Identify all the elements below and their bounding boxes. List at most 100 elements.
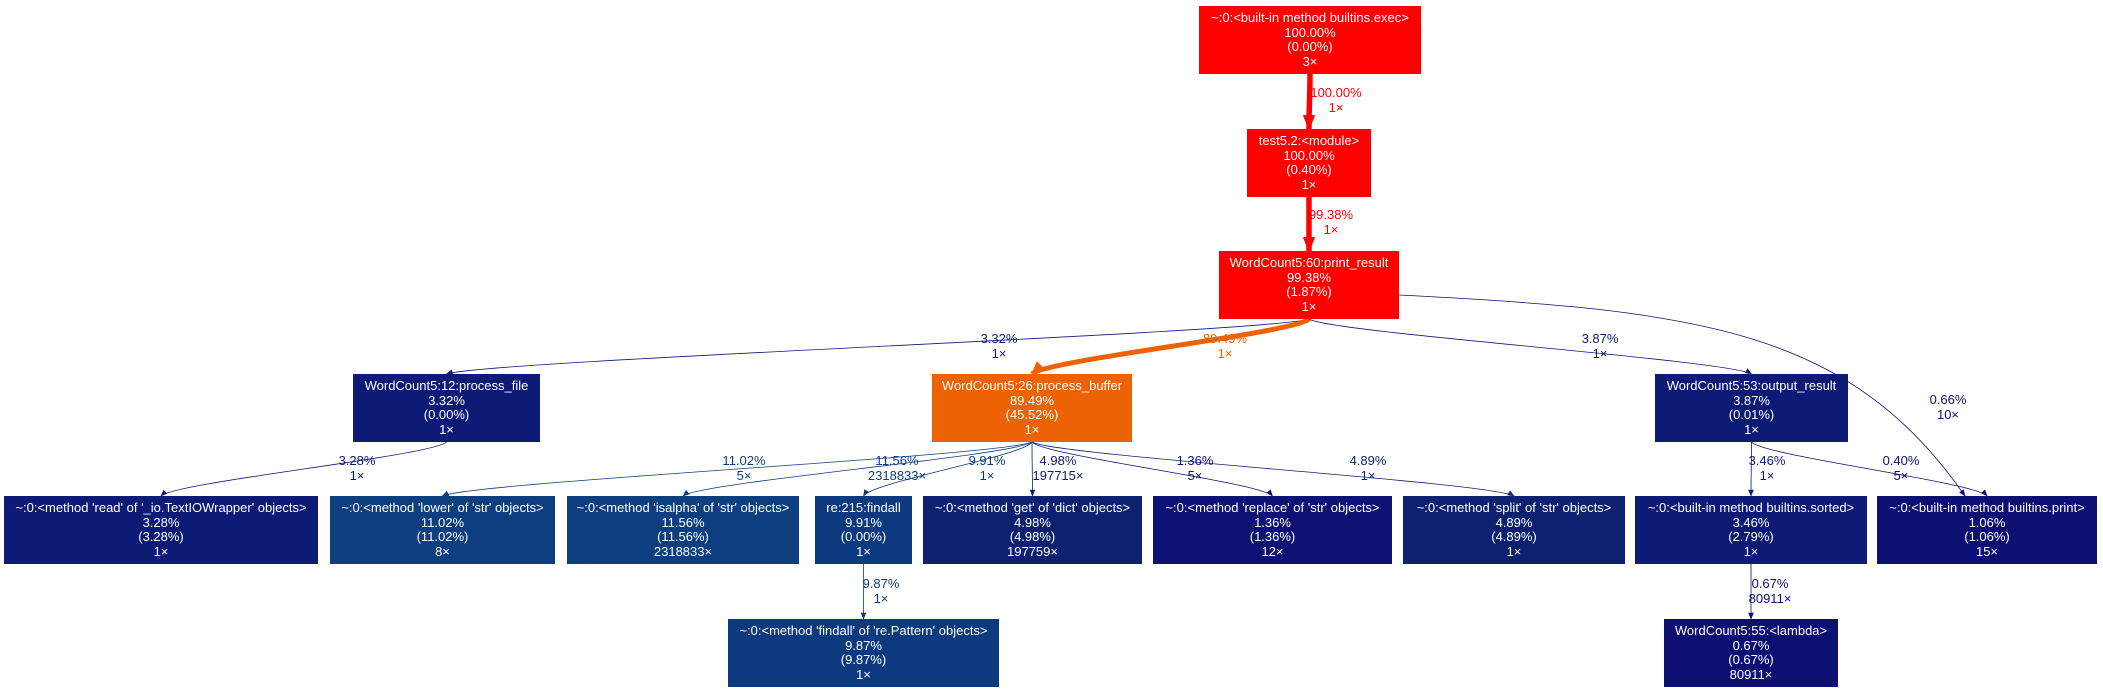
node-line: (1.06%) [1964, 529, 2010, 544]
node-line: (9.87%) [840, 652, 887, 667]
node-line: WordCount5:60:print_result [1229, 255, 1389, 270]
edge-label-process_buffer-to-replace: 1.36%5× [1177, 453, 1214, 483]
edge-label-line: 5× [736, 467, 752, 483]
node-print[interactable]: ~:0:<built-in method builtins.print>1.06… [1877, 496, 2097, 564]
node-line: (1.87%) [1286, 284, 1332, 299]
edge-label-line: 1× [1217, 345, 1233, 361]
node-line: (3.28%) [138, 529, 184, 544]
node-line: ~:0:<method 'get' of 'dict' objects> [934, 500, 1131, 515]
node-lower[interactable]: ~:0:<method 'lower' of 'str' objects>11.… [330, 496, 555, 564]
edge-label-line: 1× [1323, 221, 1339, 237]
edge-label-line: 3.46% [1748, 453, 1786, 468]
edge-process_buffer-to-isalpha [682, 441, 1033, 497]
edge-exec-to-module [1302, 73, 1316, 131]
node-line: (4.89%) [1491, 529, 1537, 544]
edge-process_buffer-to-findall [863, 441, 1033, 497]
edge-process_buffer-to-replace [1031, 441, 1273, 497]
edge-label-line: 197715× [1032, 467, 1084, 483]
edge-print_result-to-process_buffer [1030, 316, 1311, 377]
edge-label-line: 99.38% [1308, 207, 1354, 222]
node-isalpha[interactable]: ~:0:<method 'isalpha' of 'str' objects>1… [567, 496, 799, 564]
node-line: 1× [1506, 543, 1522, 559]
node-line: 2318833× [653, 543, 713, 559]
node-line: 3.28% [142, 514, 180, 530]
node-get[interactable]: ~:0:<method 'get' of 'dict' objects>4.98… [923, 496, 1142, 564]
edge-label-module-to-print_result: 99.38%1× [1308, 207, 1354, 237]
node-line: ~:0:<method 'replace' of 'str' objects> [1165, 500, 1380, 515]
edge-print_result-to-output_result [1308, 318, 1753, 375]
node-lambda[interactable]: WordCount5:55:<lambda>0.67%(0.67%)80911× [1664, 619, 1838, 687]
edge-label-line: 1× [1360, 467, 1376, 483]
node-line: 1× [153, 543, 169, 559]
edge-label-process_buffer-to-get: 4.98%197715× [1032, 453, 1084, 483]
edge-label-print_result-to-output_result: 3.87%1× [1582, 331, 1619, 361]
node-line: 1× [1743, 543, 1759, 559]
node-line: (2.79%) [1728, 529, 1774, 544]
node-line: 99.38% [1286, 269, 1332, 285]
node-line: (11.02%) [416, 529, 469, 544]
node-replace[interactable]: ~:0:<method 'replace' of 'str' objects>1… [1153, 496, 1392, 564]
node-line: WordCount5:12:process_file [364, 378, 529, 393]
node-module[interactable]: test5.2:<module>100.00%(0.40%)1× [1247, 129, 1371, 197]
node-line: ~:0:<method 'findall' of 're.Pattern' ob… [739, 623, 988, 638]
edge-label-line: 5× [1187, 467, 1203, 483]
edge-label-line: 3.28% [338, 453, 376, 468]
node-line: 8× [435, 543, 450, 559]
edge-label-line: 3.32% [980, 331, 1018, 346]
node-line: 9.91% [845, 514, 882, 530]
node-line: 3.46% [1732, 514, 1770, 530]
edge-label-line: 2318833× [867, 467, 927, 483]
node-line: 9.87% [845, 637, 882, 653]
node-re_findall[interactable]: ~:0:<method 'findall' of 're.Pattern' ob… [728, 619, 999, 687]
edge-label-line: 5× [1893, 467, 1909, 483]
node-line: WordCount5:55:<lambda> [1674, 623, 1828, 638]
node-line: ~:0:<built-in method builtins.print> [1889, 500, 2085, 515]
node-line: 1× [1301, 298, 1317, 314]
node-line: (11.56%) [657, 529, 709, 544]
edge-label-line: 4.89% [1349, 453, 1387, 468]
node-line: (0.40%) [1286, 162, 1332, 177]
node-line: 1.36% [1254, 514, 1291, 530]
edge-label-line: 9.87% [862, 576, 900, 591]
edge-label-process_file-to-read: 3.28%1× [338, 453, 376, 483]
node-line: ~:0:<method 'read' of '_io.TextIOWrapper… [15, 500, 307, 515]
edge-label-line: 9.91% [968, 453, 1006, 468]
node-read[interactable]: ~:0:<method 'read' of '_io.TextIOWrapper… [4, 496, 318, 564]
edge-label-print_result-to-process_file: 3.32%1× [980, 331, 1018, 361]
node-line: 0.67% [1732, 637, 1770, 653]
edge-label-line: 11.02% [722, 453, 766, 468]
node-sorted[interactable]: ~:0:<built-in method builtins.sorted>3.4… [1635, 496, 1867, 564]
node-line: ~:0:<built-in method builtins.exec> [1211, 10, 1409, 25]
edge-label-process_buffer-to-isalpha: 11.56%2318833× [867, 453, 927, 483]
node-line: (1.36%) [1249, 529, 1296, 544]
edge-label-output_result-to-sorted: 3.46%1× [1748, 453, 1786, 483]
node-line: (4.98%) [1009, 529, 1056, 544]
node-exec[interactable]: ~:0:<built-in method builtins.exec>100.0… [1199, 6, 1421, 74]
node-line: 4.98% [1014, 514, 1051, 530]
node-line: 11.02% [420, 514, 465, 530]
node-line: 4.89% [1495, 514, 1533, 530]
node-line: test5.2:<module> [1258, 133, 1360, 148]
node-line: (0.00%) [840, 529, 887, 544]
node-line: 11.56% [661, 514, 705, 530]
node-line: 12× [1261, 543, 1284, 559]
edge-label-line: 11.56% [875, 453, 919, 468]
node-line: WordCount5:53:output_result [1666, 378, 1837, 393]
edge-label-line: 80911× [1748, 590, 1792, 606]
node-line: 1× [1024, 421, 1040, 437]
edge-label-line: 0.40% [1882, 453, 1920, 468]
edge-label-line: 1× [991, 345, 1007, 361]
edge-label-sorted-to-lambda: 0.67%80911× [1748, 576, 1792, 606]
node-line: 100.00% [1284, 24, 1336, 40]
node-line: ~:0:<built-in method builtins.sorted> [1647, 500, 1855, 515]
node-split[interactable]: ~:0:<method 'split' of 'str' objects>4.8… [1403, 496, 1625, 564]
edge-label-line: 0.66% [1929, 392, 1967, 407]
edge-process_buffer-to-lower [441, 441, 1033, 497]
edge-output_result-to-print [1751, 441, 1988, 497]
edge-label-line: 1× [1759, 467, 1775, 483]
